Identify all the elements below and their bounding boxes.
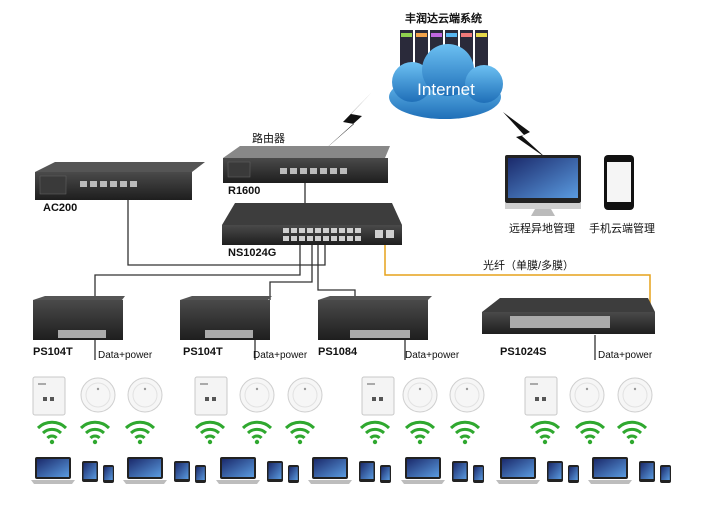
desktop-computer-icon bbox=[505, 155, 581, 216]
ceiling-ap-icon bbox=[449, 377, 485, 413]
phone-icon bbox=[473, 465, 484, 483]
poe-link-label: Data+power bbox=[405, 350, 460, 361]
tablet-icon bbox=[359, 461, 375, 482]
laptop-icon bbox=[496, 457, 540, 484]
ap-group-2 bbox=[194, 376, 323, 416]
wifi-icon bbox=[79, 420, 111, 446]
remote-management-label: 远程异地管理 bbox=[509, 223, 575, 235]
poe-link-label: Data+power bbox=[98, 350, 153, 361]
poe-link-label: Data+power bbox=[253, 350, 308, 361]
wifi-icon bbox=[574, 420, 606, 446]
laptop-icon bbox=[308, 457, 352, 484]
tablet-icon bbox=[82, 461, 98, 482]
router-caption: 路由器 bbox=[252, 133, 285, 145]
fiber-label: 光纤（单膜/多膜） bbox=[483, 260, 575, 272]
wifi-icon bbox=[404, 420, 436, 446]
tablet-icon bbox=[452, 461, 468, 482]
ceiling-ap-icon bbox=[287, 377, 323, 413]
ps104t-switch-2 bbox=[180, 296, 272, 340]
ceiling-ap-icon bbox=[569, 377, 605, 413]
ceiling-ap-icon bbox=[402, 377, 438, 413]
phone-icon bbox=[195, 465, 206, 483]
laptop-icon bbox=[31, 457, 75, 484]
wireless-link-bolt bbox=[503, 112, 546, 158]
cloud-icon bbox=[389, 44, 503, 119]
internet-label: Internet bbox=[417, 80, 475, 99]
wifi-icon bbox=[359, 420, 391, 446]
ap-group-3 bbox=[361, 376, 485, 416]
tablet-icon bbox=[267, 461, 283, 482]
ns1024g-core-switch bbox=[222, 203, 402, 245]
ceiling-ap-icon bbox=[127, 377, 163, 413]
smartphone-icon bbox=[604, 155, 634, 210]
phone-icon bbox=[288, 465, 299, 483]
phone-icon bbox=[380, 465, 391, 483]
panel-ap-icon bbox=[194, 376, 228, 416]
laptop-icon bbox=[216, 457, 260, 484]
cloud-system: Internet bbox=[389, 30, 503, 119]
ceiling-ap-icon bbox=[617, 377, 653, 413]
wifi-icon bbox=[194, 420, 226, 446]
ps1084-switch bbox=[318, 296, 432, 340]
ceiling-ap-icon bbox=[80, 377, 116, 413]
ps104t-switch-1 bbox=[33, 296, 125, 340]
ap-group-1 bbox=[32, 376, 163, 416]
fiber-link bbox=[384, 245, 651, 312]
wireless-link-bolt bbox=[322, 92, 372, 152]
ac-model-label: AC200 bbox=[43, 202, 78, 214]
laptop-icon bbox=[123, 457, 167, 484]
wifi-icon bbox=[449, 420, 481, 446]
wifi-icon bbox=[616, 420, 648, 446]
tablet-icon bbox=[639, 461, 655, 482]
panel-ap-icon bbox=[32, 376, 66, 416]
ceiling-ap-icon bbox=[239, 377, 275, 413]
access-switch-label: PS1084 bbox=[318, 346, 358, 358]
access-switch-label: PS1024S bbox=[500, 346, 547, 358]
core-switch-label: NS1024G bbox=[228, 247, 277, 259]
wifi-signals bbox=[36, 420, 648, 446]
access-switch-label: PS104T bbox=[183, 346, 223, 358]
wifi-icon bbox=[529, 420, 561, 446]
tablet-icon bbox=[174, 461, 190, 482]
mobile-management-label: 手机云端管理 bbox=[589, 223, 655, 235]
laptop-icon bbox=[588, 457, 632, 484]
ac200-controller bbox=[35, 162, 205, 200]
client-devices bbox=[31, 457, 671, 484]
phone-icon bbox=[660, 465, 671, 483]
panel-ap-icon bbox=[361, 376, 395, 416]
cables bbox=[94, 183, 596, 360]
r1600-router bbox=[223, 146, 390, 183]
panel-ap-icon bbox=[524, 376, 558, 416]
cloud-system-title: 丰润达云端系统 bbox=[405, 13, 482, 25]
phone-icon bbox=[568, 465, 579, 483]
router-model-label: R1600 bbox=[228, 185, 261, 197]
ps1024s-switch bbox=[482, 298, 655, 334]
poe-link-label: Data+power bbox=[598, 350, 653, 361]
phone-icon bbox=[103, 465, 114, 483]
wifi-icon bbox=[124, 420, 156, 446]
wifi-icon bbox=[36, 420, 68, 446]
wifi-icon bbox=[241, 420, 273, 446]
wifi-icon bbox=[284, 420, 316, 446]
laptop-icon bbox=[401, 457, 445, 484]
ap-group-4 bbox=[524, 376, 653, 416]
access-switch-label: PS104T bbox=[33, 346, 73, 358]
tablet-icon bbox=[547, 461, 563, 482]
